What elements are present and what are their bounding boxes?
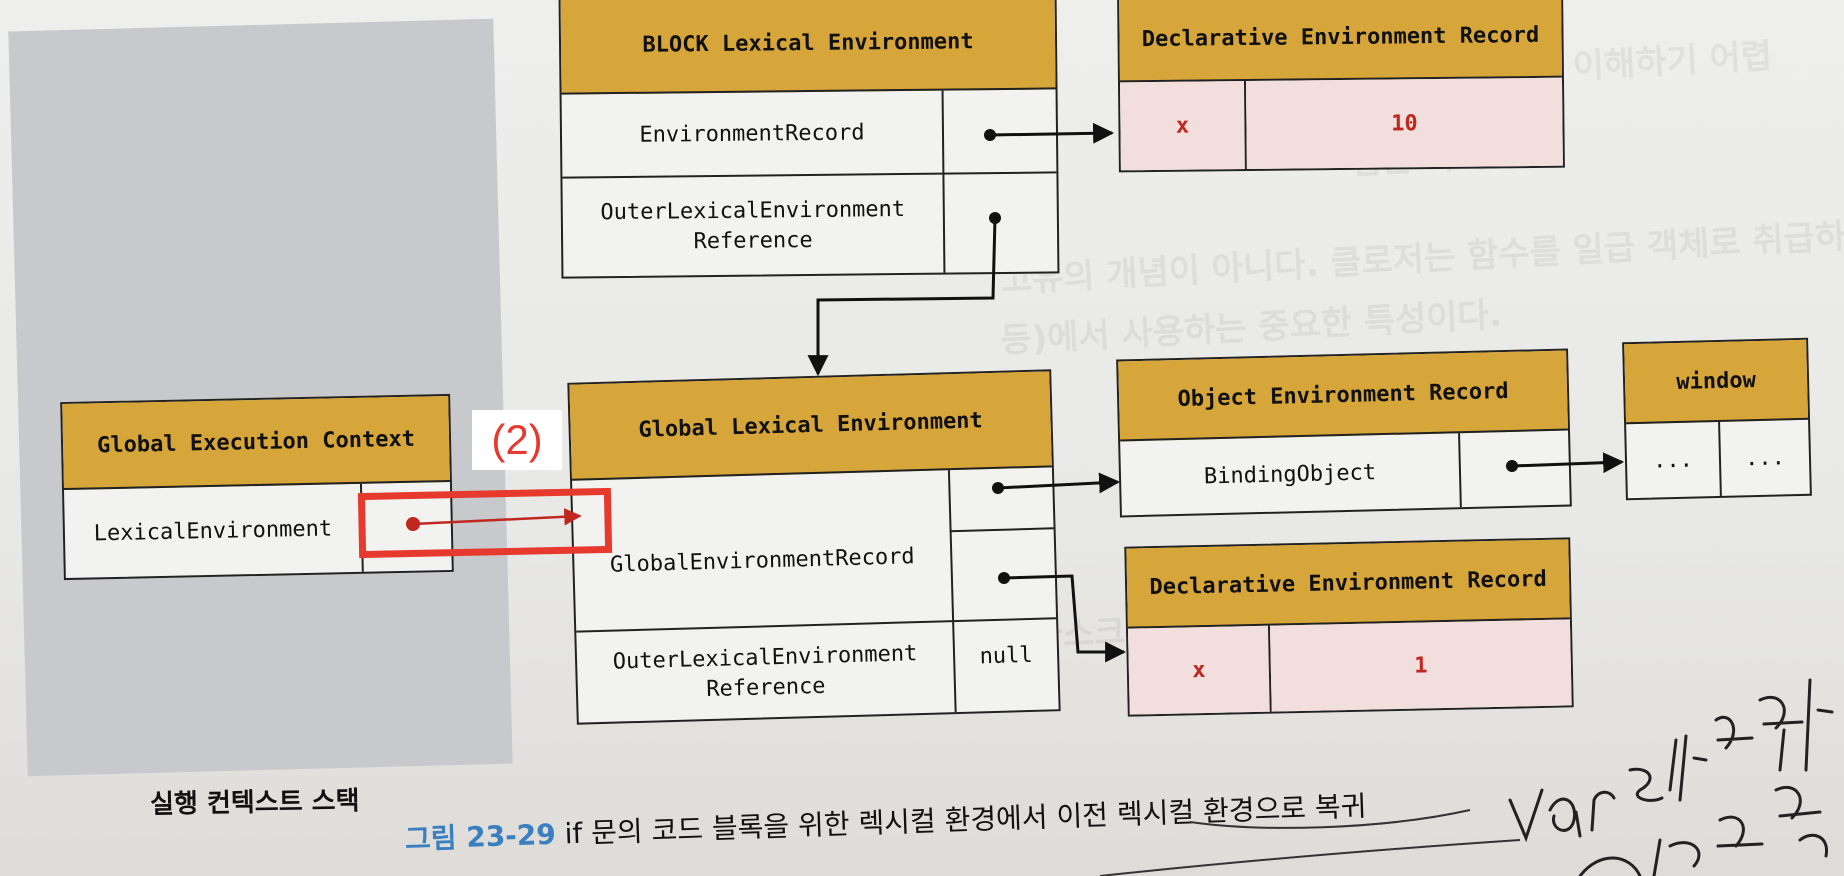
object-record-arrow xyxy=(992,472,1121,494)
declarative-record-arrow xyxy=(998,572,1127,663)
binding-object-arrow xyxy=(1506,452,1625,474)
block-record-arrow xyxy=(984,122,1115,144)
lexical-environment-arrow xyxy=(406,508,582,531)
highlight-step-label: (2) xyxy=(472,410,562,470)
highlight-box xyxy=(357,487,613,559)
outer-reference-arrow xyxy=(807,212,1001,377)
handwritten-note-drawing xyxy=(1508,678,1834,876)
